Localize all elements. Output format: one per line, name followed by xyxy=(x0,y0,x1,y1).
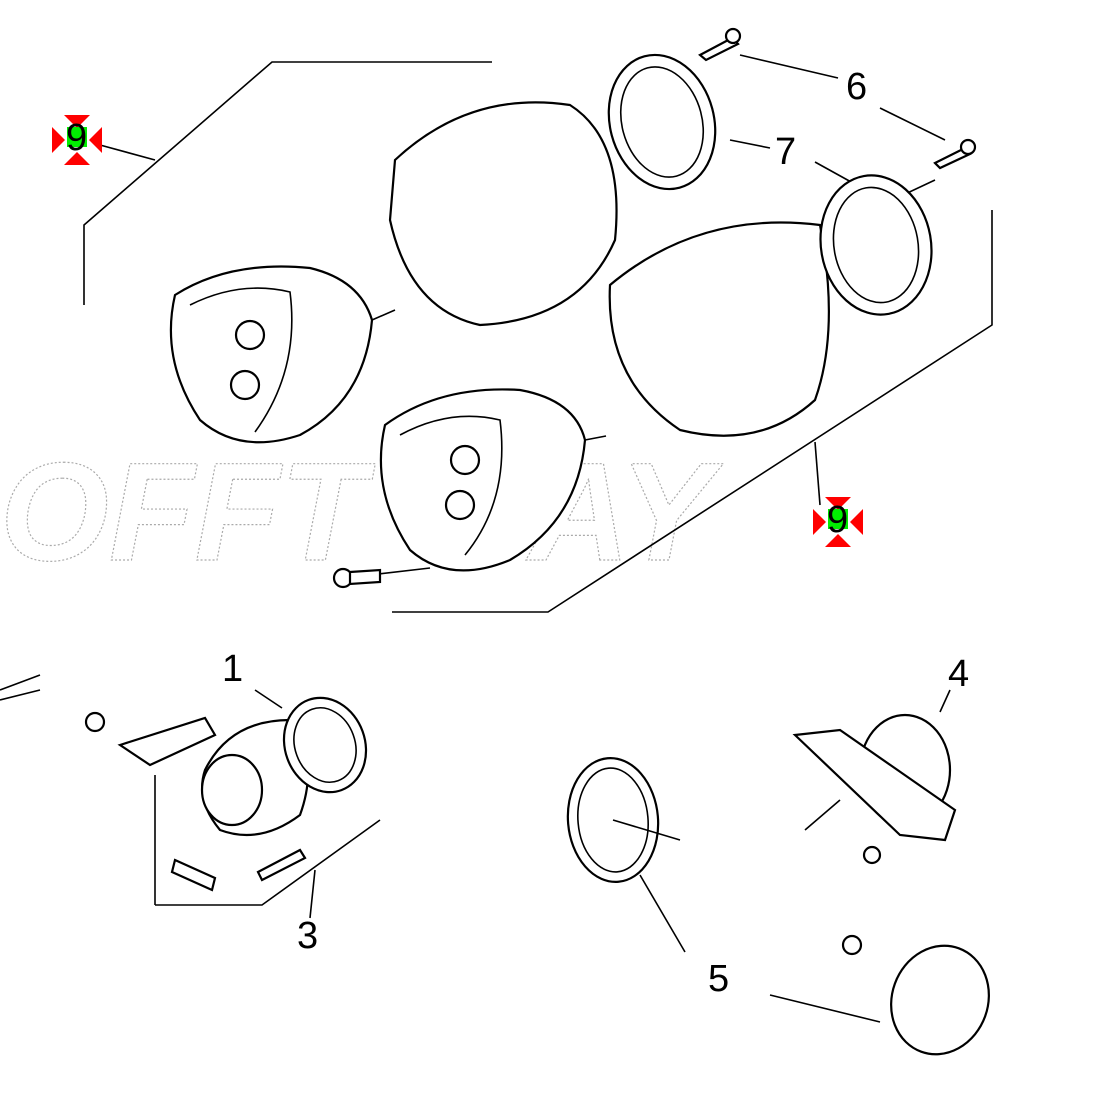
turn-signal-assembly xyxy=(0,674,368,892)
callout-7-label: 7 xyxy=(775,131,797,173)
callout-9-label: 9 xyxy=(827,499,849,541)
reflector-5 xyxy=(566,757,681,883)
watermark-text: OFFT WAY xyxy=(0,433,723,590)
callout-9-marker-lower[interactable]: 9 xyxy=(813,497,863,547)
callout-1[interactable]: 1 xyxy=(222,650,243,688)
callout-7[interactable]: 7 xyxy=(775,133,796,171)
reflector-round xyxy=(841,934,990,1056)
screw-upper xyxy=(698,27,742,62)
callout-4[interactable]: 4 xyxy=(948,655,969,693)
housing-lower xyxy=(379,388,607,572)
lens-lower xyxy=(608,221,830,437)
watermark: OFFT WAY xyxy=(0,432,724,590)
callout-6[interactable]: 6 xyxy=(846,68,867,106)
callout-1-label: 1 xyxy=(222,648,244,690)
red-arrows-icon xyxy=(52,115,102,165)
callout-3[interactable]: 3 xyxy=(297,917,318,955)
callout-6-label: 6 xyxy=(846,66,868,108)
callout-5-label: 5 xyxy=(708,958,730,1000)
callout-4-label: 4 xyxy=(948,653,970,695)
callout-9-marker-upper[interactable]: 9 xyxy=(52,115,102,165)
callout-3-label: 3 xyxy=(297,915,319,957)
screw-housing xyxy=(332,567,382,589)
lens-upper xyxy=(388,101,618,327)
rim-lower xyxy=(819,174,933,316)
red-arrows-icon xyxy=(813,497,863,547)
callout-9-label: 9 xyxy=(66,117,88,159)
rim-upper xyxy=(607,53,717,191)
housing-upper xyxy=(169,265,396,444)
callout-5[interactable]: 5 xyxy=(708,960,729,998)
screw-right xyxy=(933,138,977,170)
assembly-bracket-lines xyxy=(83,61,993,906)
reflector-4 xyxy=(792,713,957,865)
